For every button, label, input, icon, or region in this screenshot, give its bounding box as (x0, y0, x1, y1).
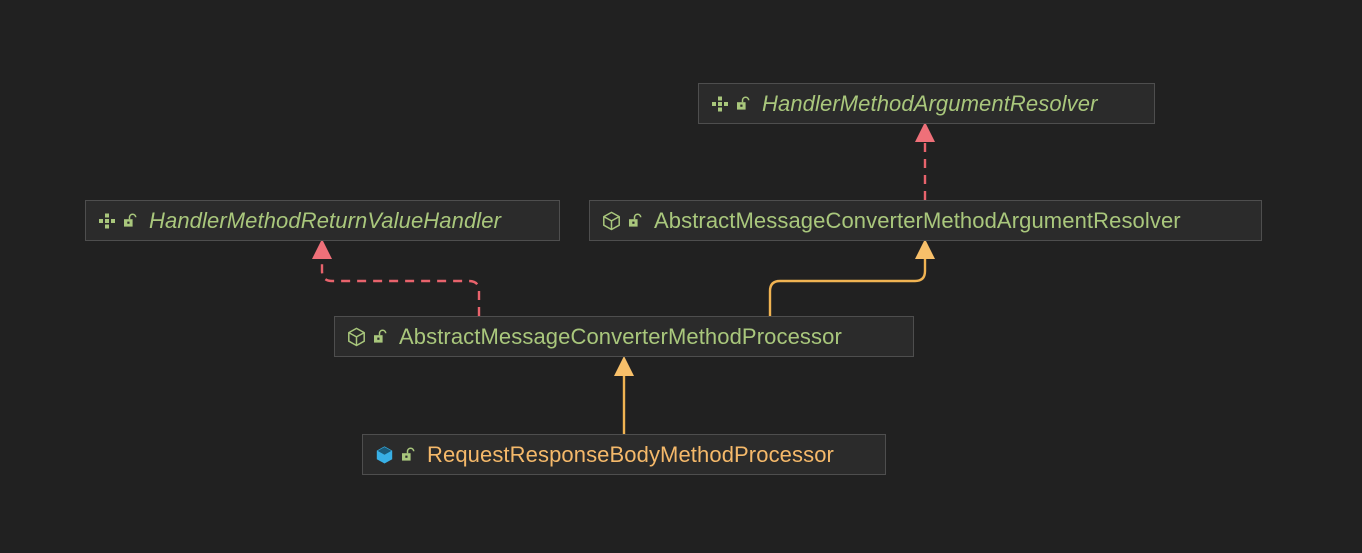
node-icon-group (98, 212, 149, 230)
unlocked-padlock-icon (373, 329, 388, 345)
node-label: HandlerMethodReturnValueHandler (149, 207, 502, 233)
node-icon-group (602, 211, 654, 231)
interface-icon (711, 95, 729, 113)
node-label: AbstractMessageConverterMethodArgumentRe… (654, 207, 1181, 233)
concrete-class-cube-icon (375, 445, 394, 465)
abstract-class-cube-icon (602, 211, 621, 231)
unlocked-padlock-icon (401, 447, 416, 463)
unlocked-padlock-icon (123, 213, 138, 229)
node-label: HandlerMethodArgumentResolver (762, 90, 1098, 116)
node-abstract-message-converter-method-processor[interactable]: AbstractMessageConverterMethodProcessor (334, 316, 914, 357)
edge-realization-amcmp-to-hmrvh (312, 239, 481, 316)
edge-generalization-rrbmp-to-amcmp (614, 356, 634, 434)
node-label: RequestResponseBodyMethodProcessor (427, 441, 834, 467)
unlocked-padlock-icon (628, 213, 643, 229)
edge-realization-amcmar-to-hmar (915, 122, 935, 200)
node-icon-group (375, 445, 427, 465)
node-icon-group (711, 95, 762, 113)
unlocked-padlock-icon (736, 96, 751, 112)
node-label: AbstractMessageConverterMethodProcessor (399, 323, 842, 349)
node-abstract-message-converter-method-argument-resolver[interactable]: AbstractMessageConverterMethodArgumentRe… (589, 200, 1262, 241)
node-handler-method-argument-resolver[interactable]: HandlerMethodArgumentResolver (698, 83, 1155, 124)
node-icon-group (347, 327, 399, 347)
abstract-class-cube-icon (347, 327, 366, 347)
edge-generalization-amcmp-to-amcmar (768, 239, 935, 316)
node-request-response-body-method-processor[interactable]: RequestResponseBodyMethodProcessor (362, 434, 886, 475)
interface-icon (98, 212, 116, 230)
node-handler-method-return-value-handler[interactable]: HandlerMethodReturnValueHandler (85, 200, 560, 241)
